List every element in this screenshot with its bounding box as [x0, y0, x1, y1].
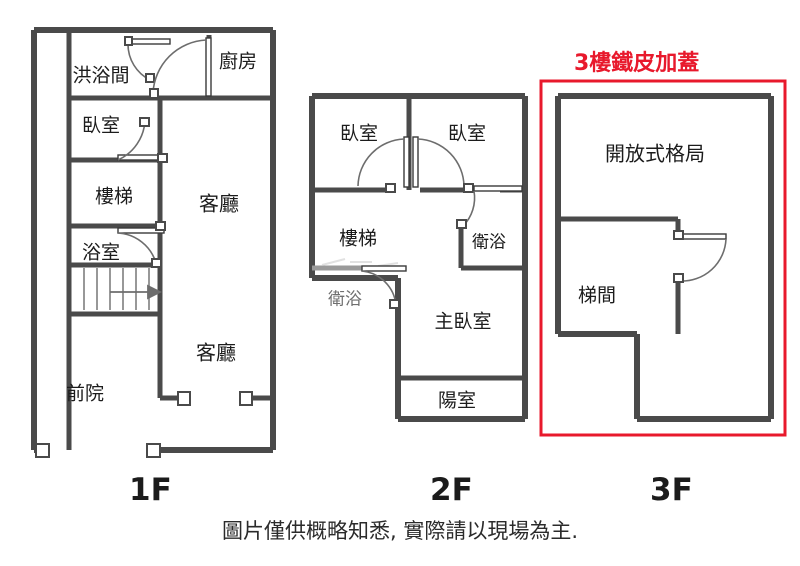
room-label-2f-2: 樓梯: [338, 227, 378, 250]
room-label-2f-5: 主臥室: [434, 310, 492, 333]
room-label-2f-6: 陽室: [437, 389, 477, 412]
room-label-1f-1: 廚房: [218, 50, 258, 73]
floor-3-plan: [539, 79, 787, 437]
floor-label-3f: 3F: [650, 472, 693, 508]
door-2f-bedroom-right: [412, 136, 474, 193]
room-label-1f-5: 浴室: [81, 241, 121, 264]
room-label-3f-1: 梯間: [577, 284, 617, 307]
room-label-1f-0: 洪浴間: [72, 64, 130, 87]
door-2f-bath-left: [361, 265, 407, 309]
floor-2-plan: [309, 93, 528, 422]
room-label-1f-3: 客廳: [199, 191, 239, 216]
door-3f-stairwell: [673, 230, 727, 283]
floor-label-1f: 1F: [129, 472, 172, 508]
door-2f-bath-right: [456, 185, 523, 229]
floor-label-2f: 2F: [430, 472, 473, 508]
room-label-1f-4: 樓梯: [94, 185, 134, 208]
door-1f-kitchen: [149, 37, 212, 99]
door-1f-bath-top: [124, 36, 171, 83]
room-label-2f-4: 衛浴: [328, 289, 362, 310]
third-floor-annotation: 3樓鐵皮加蓋: [574, 51, 700, 76]
staircase-1f: [83, 268, 163, 310]
room-label-2f-0: 臥室: [339, 122, 379, 145]
room-label-3f-0: 開放式格局: [605, 141, 705, 166]
room-label-1f-2: 臥室: [81, 114, 121, 137]
door-1f-bath-lower: [117, 221, 166, 268]
room-label-2f-1: 臥室: [447, 122, 487, 145]
third-floor-red-outline: [539, 79, 787, 437]
room-label-2f-3: 衛浴: [472, 232, 506, 253]
room-label-1f-7: 前院: [65, 382, 105, 405]
door-1f-bedroom: [117, 117, 168, 163]
floor-1-plan: [31, 27, 276, 458]
door-2f-bedroom-left: [357, 136, 410, 193]
disclaimer-caption: 圖片僅供概略知悉, 實際請以現場為主.: [221, 519, 579, 543]
room-label-1f-6: 客廳: [196, 340, 236, 365]
watermark-artifact: [321, 258, 399, 267]
